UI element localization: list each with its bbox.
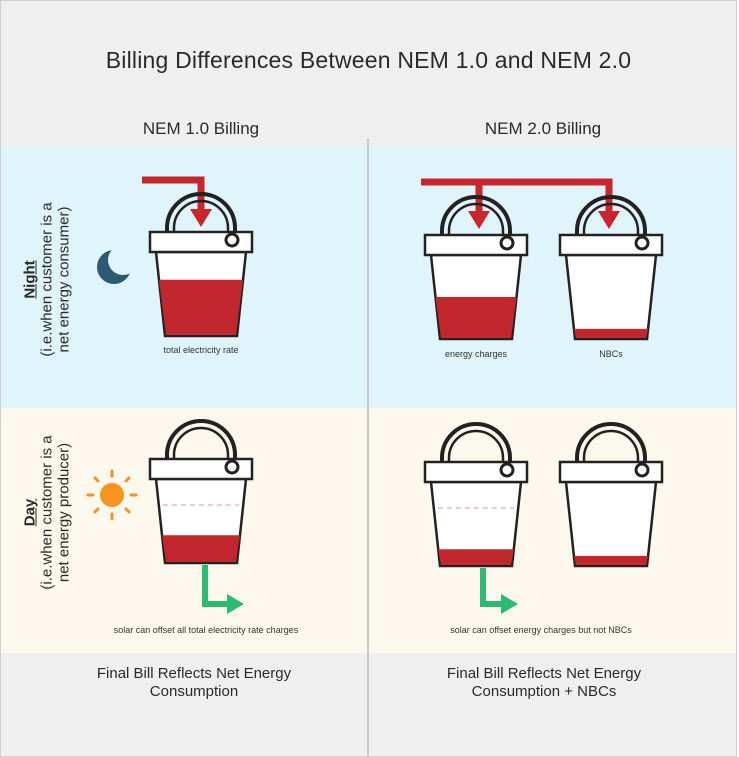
bucket-nem2-day-energy (423, 422, 529, 568)
bucket-nem2-night-energy (423, 195, 529, 341)
bucket-nem2-night-nbc (558, 195, 664, 341)
final-bill-nem1-line2: Consumption (149, 683, 239, 700)
caption-nem1-day: solar can offset all total electricity r… (113, 625, 299, 635)
fill-level (162, 535, 240, 562)
caption-nem1-night: total electricity rate (163, 345, 239, 355)
fill-level (158, 279, 244, 335)
bucket-nem2-day-nbc (558, 422, 664, 568)
output-arrow-nem1 (202, 565, 244, 614)
final-bill-nem1: Final Bill Reflects Net Energy Consumpti… (44, 665, 344, 701)
final-bill-nem2: Final Bill Reflects Net Energy Consumpti… (394, 665, 694, 701)
fill-level (438, 549, 514, 565)
column-divider (367, 139, 369, 756)
caption-nem2-energy: energy charges (444, 349, 508, 359)
caption-nem2-day: solar can offset energy charges but not … (450, 625, 632, 635)
moon-icon (97, 245, 138, 284)
input-arrow-nem2 (421, 178, 620, 229)
caption-nem2-nbc: NBCs (599, 349, 623, 359)
output-arrow-nem2 (480, 568, 518, 614)
final-bill-nem1-line1: Final Bill Reflects Net Energy (96, 665, 292, 682)
final-bill-nem2-line1: Final Bill Reflects Net Energy (446, 665, 642, 682)
bucket-nem1-night (148, 192, 254, 338)
final-bill-nem2-line2: Consumption + NBCs (471, 683, 617, 700)
page-title: Billing Differences Between NEM 1.0 and … (105, 47, 632, 73)
bucket-nem1-day (148, 419, 254, 565)
fill-level (435, 297, 517, 338)
fill-level (573, 328, 649, 338)
fill-level (573, 555, 649, 565)
input-arrow-nem1 (142, 176, 212, 227)
column-heading-nem1: NEM 1.0 Billing (142, 119, 260, 138)
column-heading-nem2: NEM 2.0 Billing (484, 119, 602, 138)
sun-icon (86, 469, 138, 521)
